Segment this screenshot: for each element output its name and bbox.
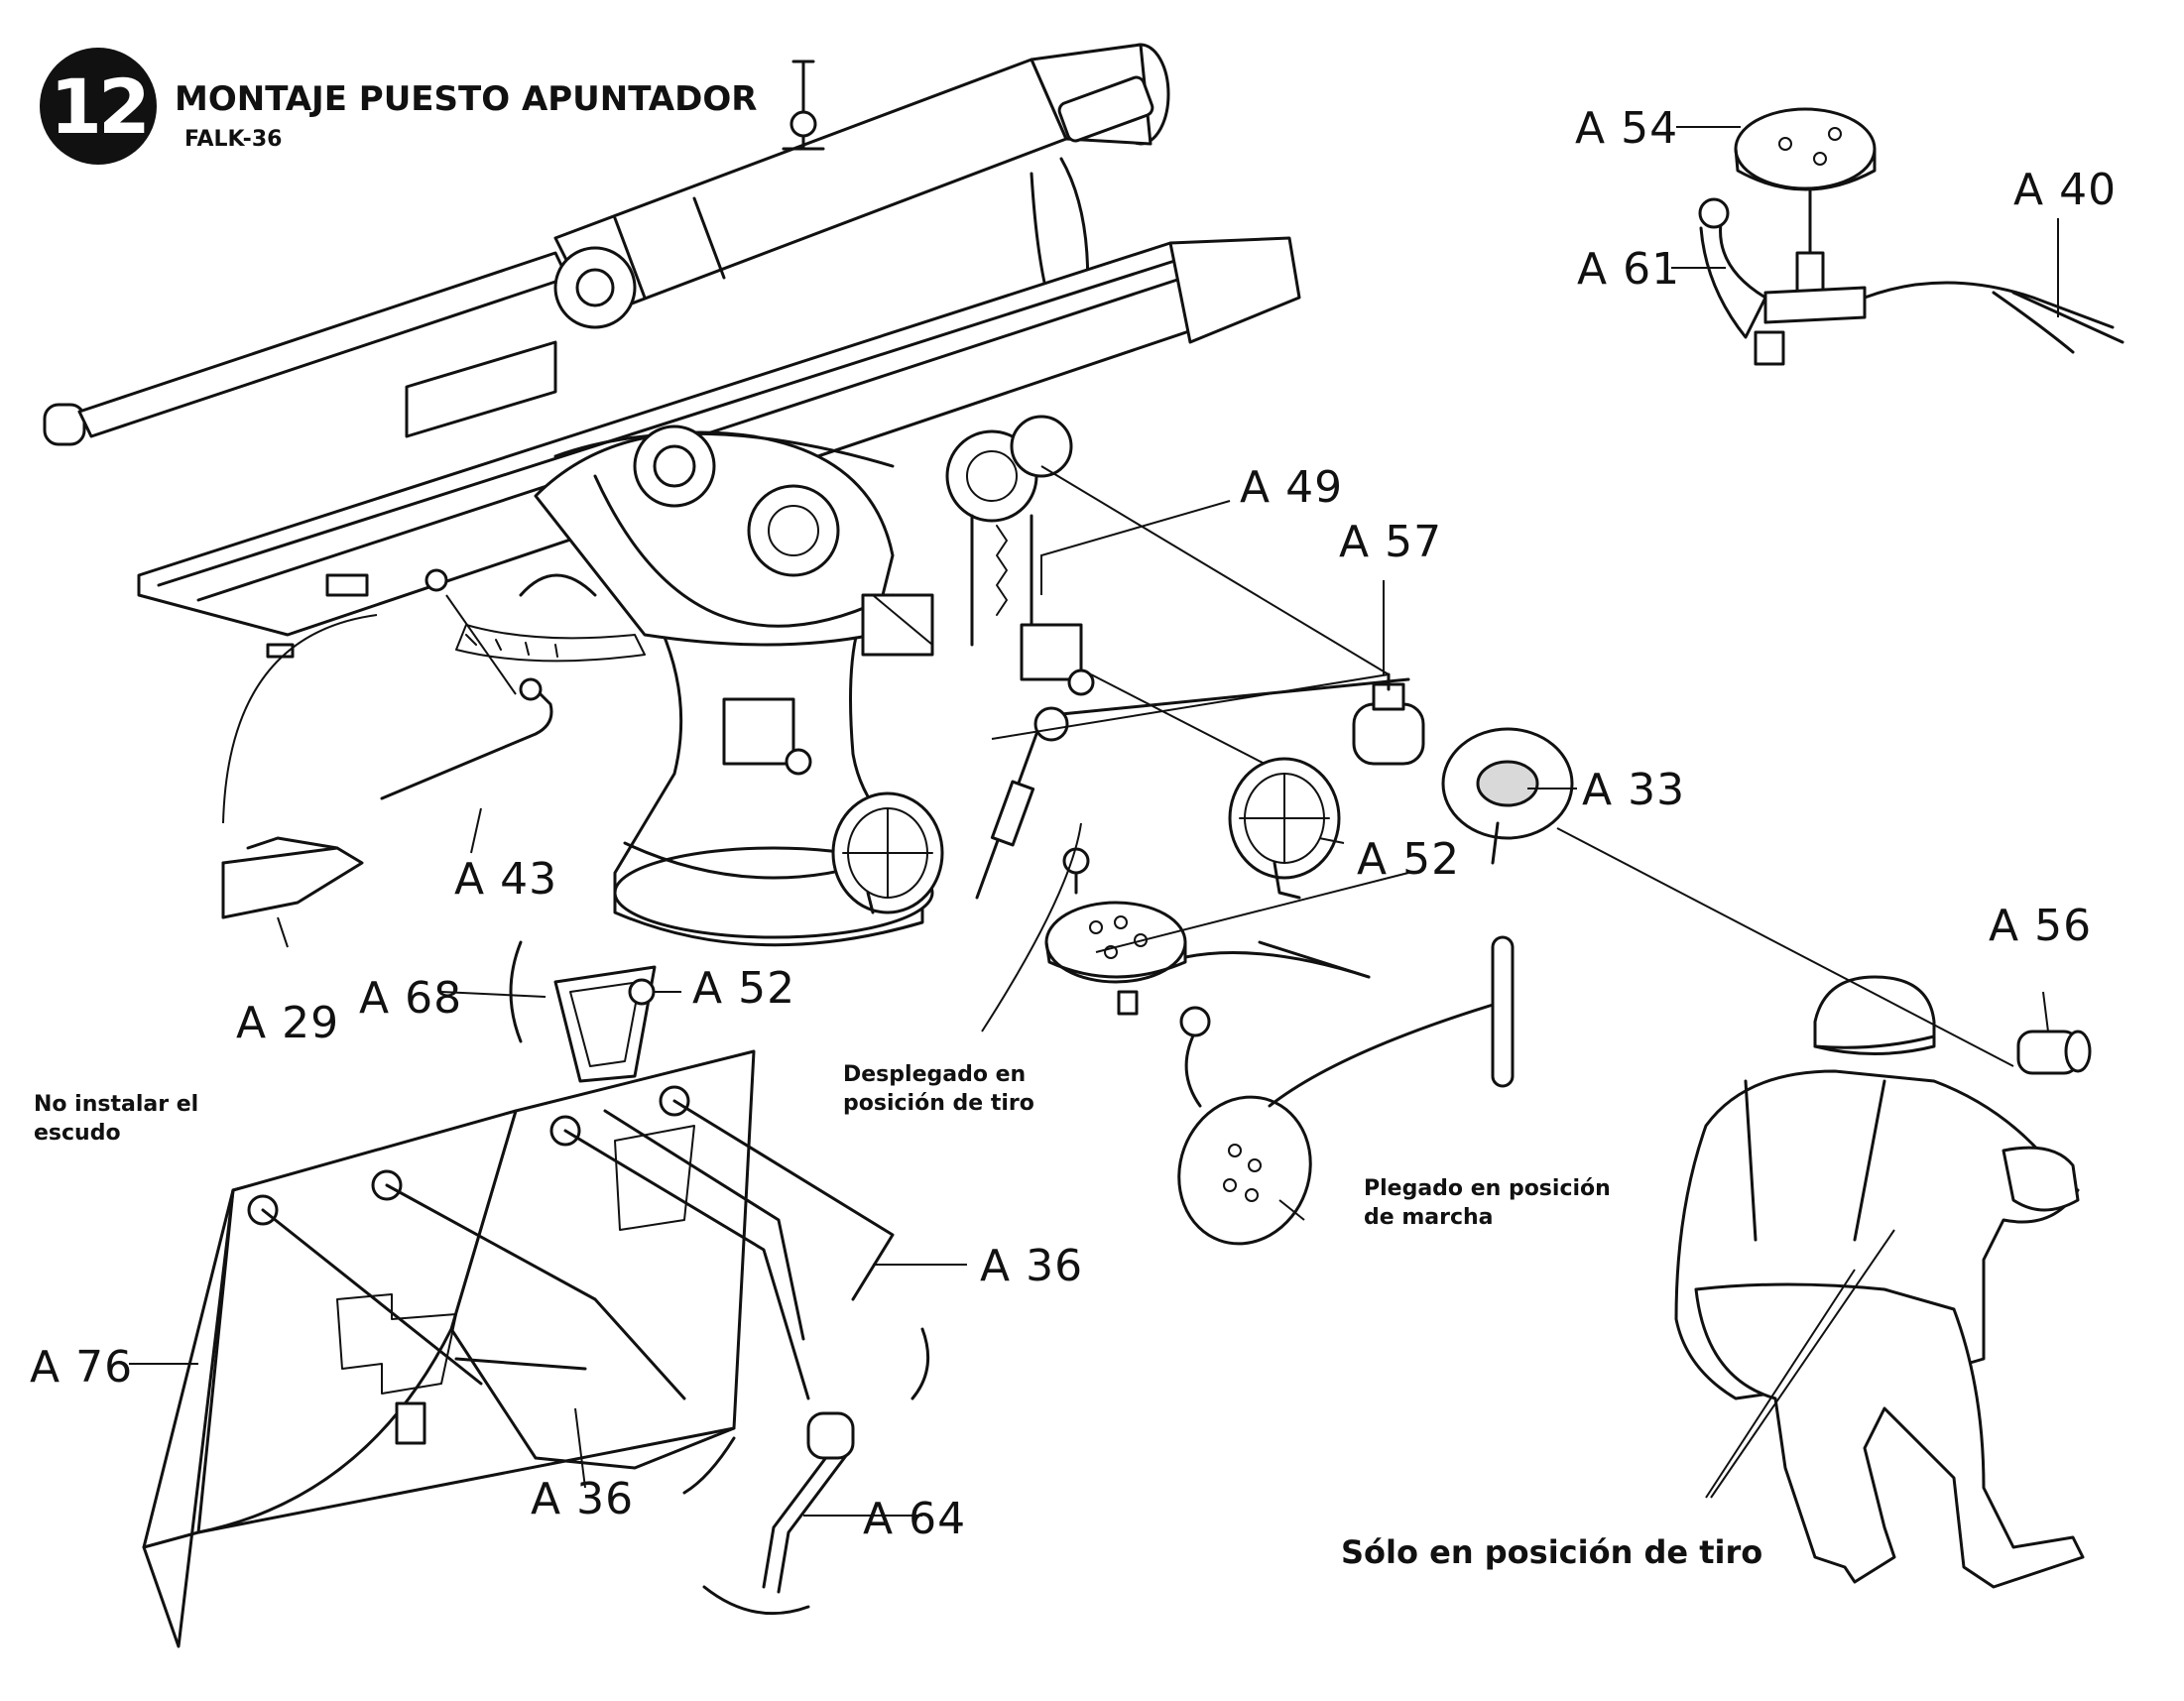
label-a43: A 43 <box>454 854 558 905</box>
note-deployed-line-1: Desplegado en <box>843 1062 1027 1087</box>
label-a64: A 64 <box>863 1494 967 1544</box>
label-a49: A 49 <box>1240 462 1344 513</box>
leader-lines <box>129 126 2059 1517</box>
note-deployed-line-2: posición de tiro <box>843 1090 1034 1116</box>
note-folded-line-2: de marcha <box>1364 1204 1494 1230</box>
knob-a33 <box>1441 727 1574 865</box>
rotation-arrows <box>509 940 930 1616</box>
part-a43 <box>380 677 553 800</box>
label-a76: A 76 <box>30 1342 134 1393</box>
shield-a76 <box>142 1049 895 1648</box>
part-a29 <box>221 836 364 919</box>
handwheel-a52-right <box>1228 757 1341 900</box>
note-no-shield-line-2: escudo <box>34 1120 121 1146</box>
label-a33: A 33 <box>1582 765 1686 815</box>
label-a61: A 61 <box>1577 244 1681 295</box>
note-no-shield: No instalar el escudo <box>34 1091 198 1148</box>
label-a68: A 68 <box>359 973 463 1024</box>
label-a36-right: A 36 <box>980 1241 1084 1291</box>
part-a64 <box>762 1411 855 1594</box>
soldier-figure <box>1674 975 2092 1589</box>
knob-a57 <box>1352 672 1425 766</box>
page-title: MONTAJE PUESTO APUNTADOR <box>175 79 758 119</box>
note-firing-only: Sólo en posición de tiro <box>1341 1533 1763 1571</box>
label-a52-right: A 52 <box>1357 834 1461 885</box>
linkage-rod <box>975 677 1410 900</box>
note-deployed: Desplegado en posición de tiro <box>843 1061 1034 1118</box>
page-subtitle: FALK-36 <box>184 127 283 152</box>
step-number-badge: 12 <box>40 48 157 165</box>
label-a56: A 56 <box>1989 901 2093 951</box>
handwheel-a52-left <box>831 791 944 914</box>
label-a57: A 57 <box>1339 517 1443 567</box>
seat-subassembly <box>1698 107 2124 366</box>
note-no-shield-line-1: No instalar el <box>34 1092 199 1117</box>
seat-folded <box>1177 935 1515 1246</box>
note-folded: Plegado en posición de marcha <box>1364 1175 1611 1232</box>
gun-barrel <box>43 43 1170 446</box>
label-a54: A 54 <box>1575 103 1679 154</box>
label-a36-left: A 36 <box>531 1474 635 1524</box>
label-a29: A 29 <box>236 998 340 1048</box>
note-folded-line-1: Plegado en posición <box>1364 1176 1611 1201</box>
part-a68 <box>553 965 657 1083</box>
label-a40: A 40 <box>2013 165 2118 215</box>
seat-deployed <box>1044 847 1371 1016</box>
label-a52-left: A 52 <box>692 963 796 1014</box>
